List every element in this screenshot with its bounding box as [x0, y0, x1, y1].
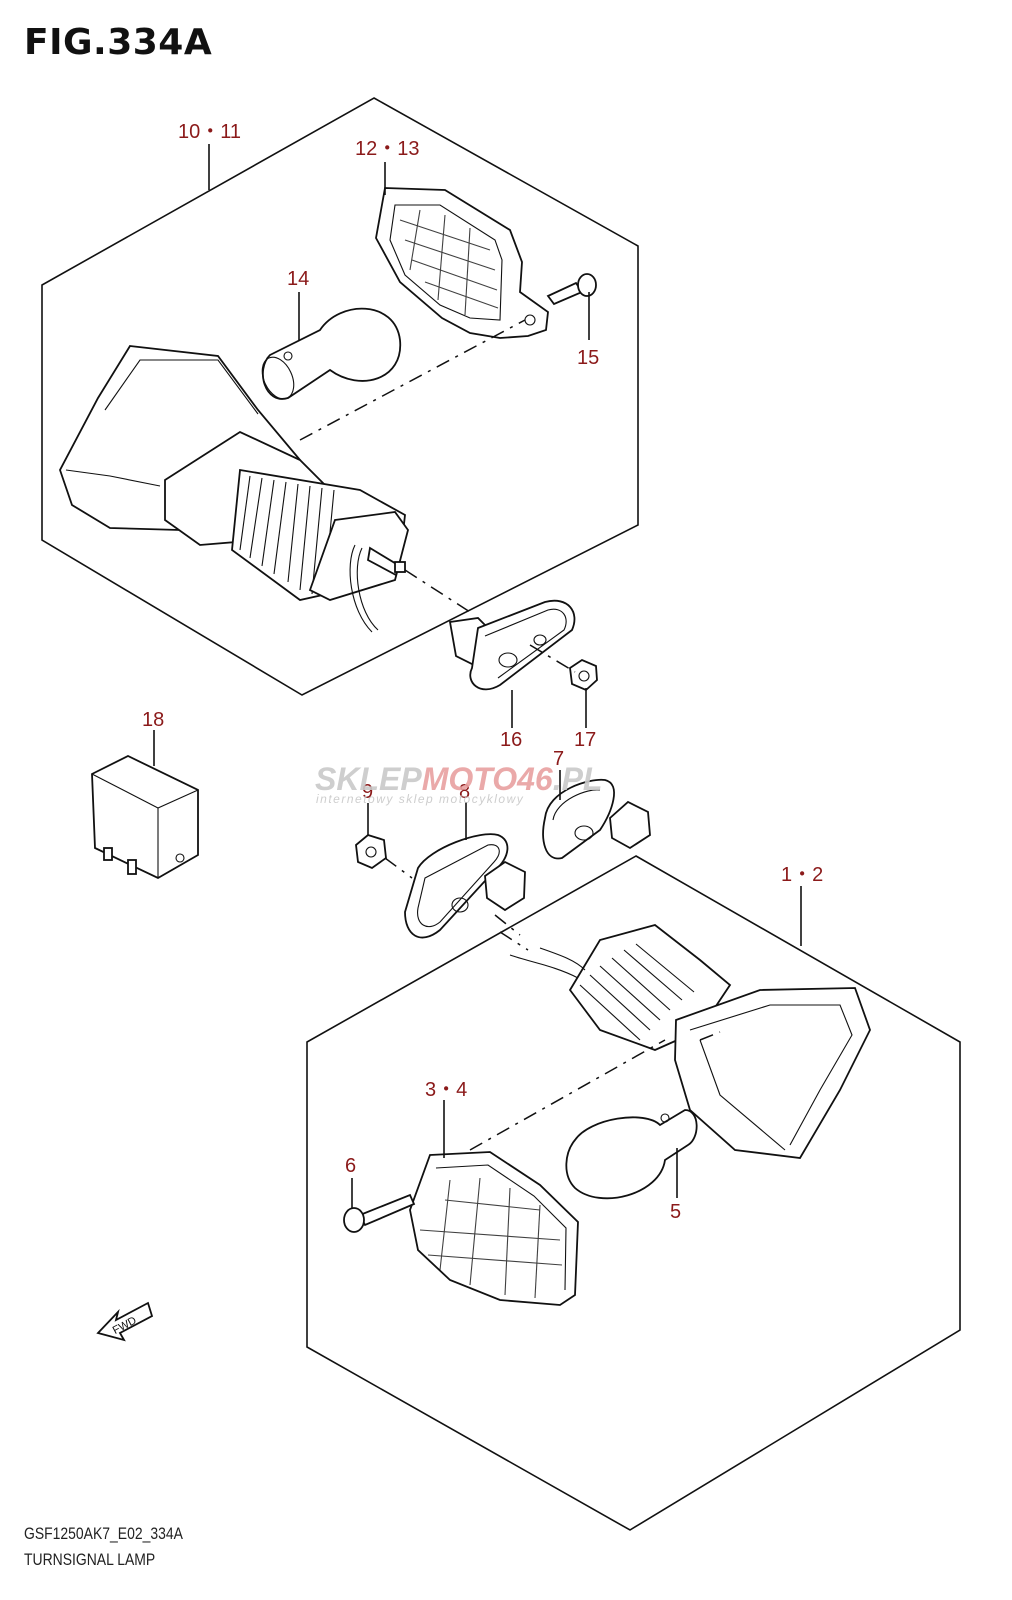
fwd-arrow-icon: FWD [96, 1301, 154, 1342]
figure-caption: TURNSIGNAL LAMP [24, 1550, 156, 1569]
watermark-tagline: internetowy sklep motocyklowy [316, 792, 524, 806]
callout-1-2: 1・2 [781, 864, 823, 886]
screw-15-part [546, 273, 597, 306]
assembly-axis-lines [299, 319, 721, 1151]
figure-title: FIG.334A [24, 22, 213, 63]
screw-6-part [343, 1193, 416, 1233]
svg-text:SKLEPMOTO46.PL: SKLEPMOTO46.PL [315, 761, 602, 797]
callout-7: 7 [553, 748, 564, 770]
callout-3-4: 3・4 [425, 1079, 467, 1101]
callout-9: 9 [362, 781, 373, 803]
bulb-14-part [261, 307, 401, 400]
callout-16: 16 [500, 729, 522, 751]
relay-18-part [91, 754, 199, 880]
callout-6: 6 [345, 1155, 356, 1177]
leader-lines [153, 144, 802, 1208]
lens-12-13-part [375, 187, 549, 339]
upper-assembly-frame [41, 97, 639, 696]
figure-code: GSF1250AK7_E02_334A [24, 1524, 183, 1543]
gasket-16-part [448, 599, 576, 691]
callout-17: 17 [574, 729, 596, 751]
callout-12-13: 12・13 [355, 138, 420, 160]
nut-17-part [569, 658, 598, 692]
watermark-brand-b: MOTO [422, 761, 518, 797]
lower-housing-part [509, 924, 871, 1159]
watermark: SKLEPMOTO46.PL internetowy sklep motocyk… [315, 761, 602, 806]
callout-14: 14 [287, 268, 309, 290]
callout-10-11: 10・11 [178, 121, 241, 143]
callout-5: 5 [670, 1201, 681, 1223]
lower-assembly-frame [306, 855, 961, 1531]
callout-18: 18 [142, 709, 164, 731]
callout-8: 8 [459, 781, 470, 803]
upper-housing-part [59, 345, 409, 633]
gasket-7-part [542, 778, 651, 860]
gasket-8-part [404, 833, 526, 939]
watermark-brand-a: SKLEP [315, 761, 422, 797]
nut-9-part [355, 833, 387, 870]
watermark-brand-c: 46 [516, 761, 553, 797]
callout-15: 15 [577, 347, 599, 369]
lens-3-4-part [409, 1151, 579, 1306]
watermark-brand-d: .PL [553, 761, 603, 797]
